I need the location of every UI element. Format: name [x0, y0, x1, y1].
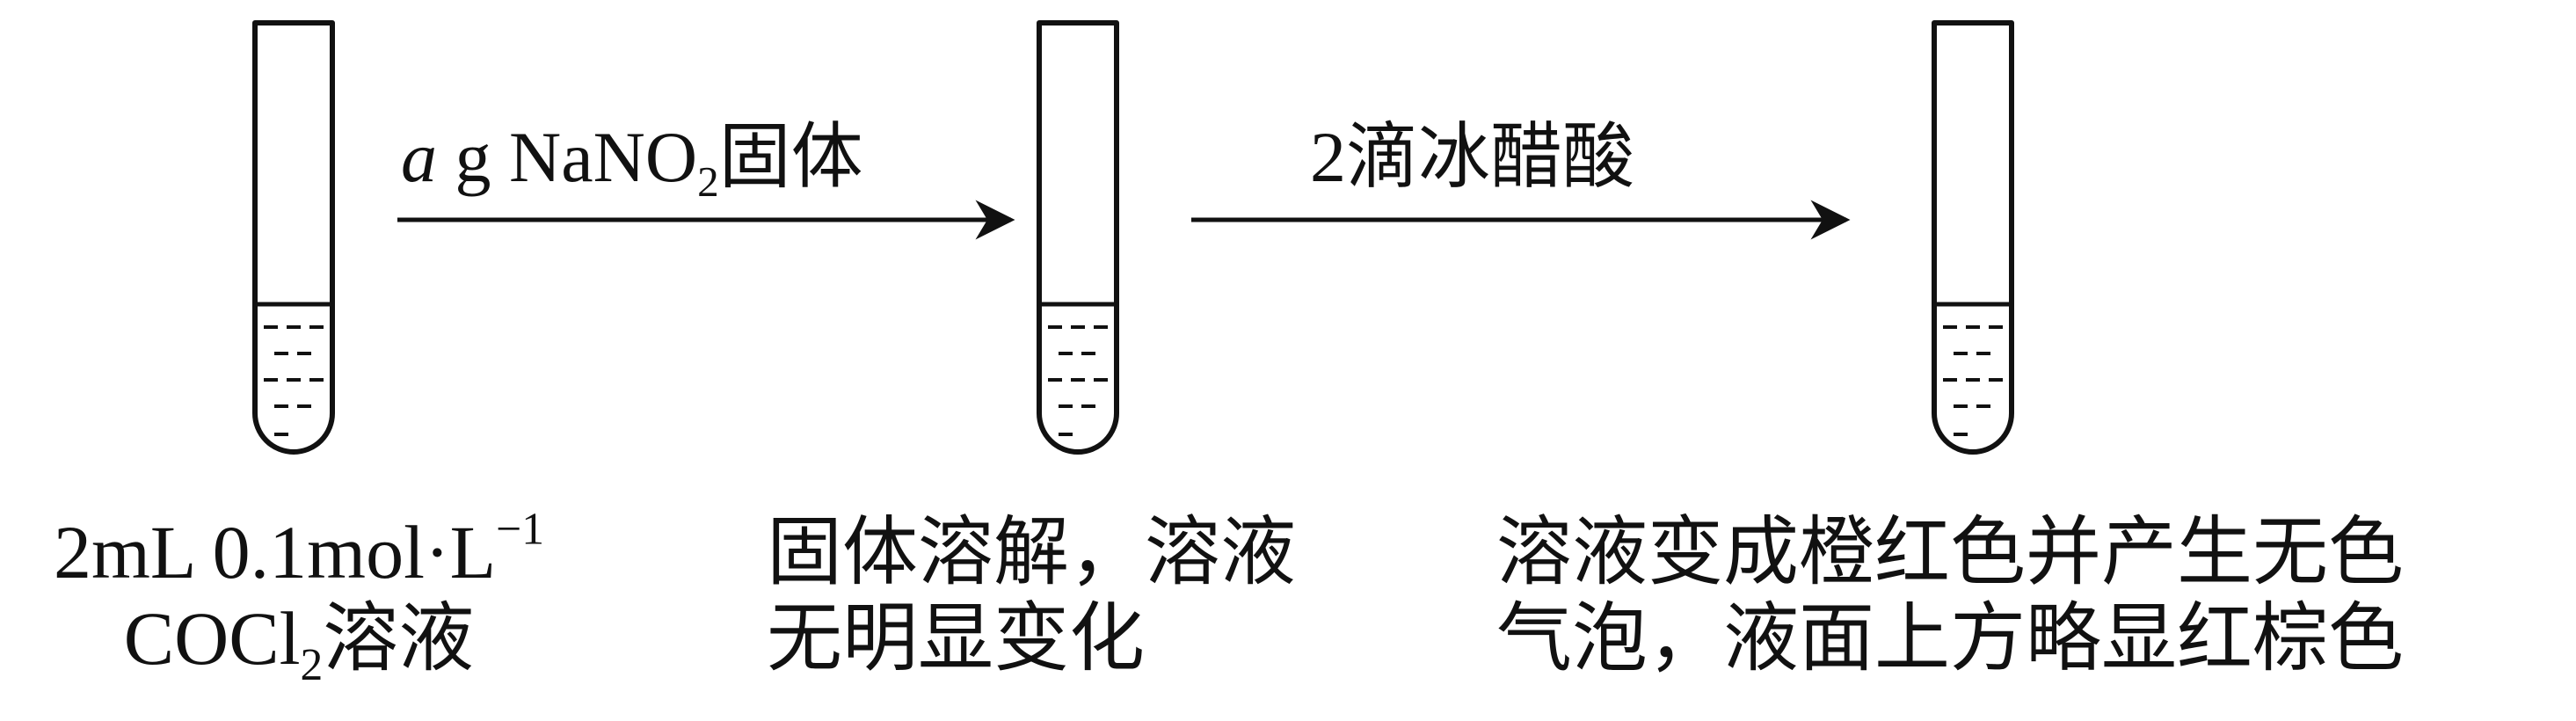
tube-2-note-line1: 固体溶解，溶液	[767, 510, 1296, 594]
arrow-2-label: 2滴冰醋酸	[1310, 117, 1635, 197]
tube-1-note: 2mL 0.1mol·L−1 COCl2溶液	[9, 504, 589, 691]
arrow-1-label-italic: a	[401, 117, 437, 197]
liquid-dashes-2	[1048, 325, 1108, 436]
test-tube-2	[1037, 20, 1119, 455]
arrow-1-label: a g NaNO2固体	[401, 121, 863, 204]
test-tube-1	[252, 20, 335, 455]
arrow-1-label-sub: 2	[697, 157, 719, 207]
tube-3-note: 溶液变成橙红色并产生无色 气泡，液面上方略显红棕色	[1496, 514, 2404, 676]
tube-3-note-line2: 气泡，液面上方略显红棕色	[1496, 596, 2404, 681]
tube-2-note: 固体溶解，溶液 无明显变化	[767, 514, 1296, 676]
tube-1-note-line2: COCl2溶液	[123, 596, 475, 691]
arrow-1-label-main: g NaNO	[437, 117, 698, 197]
tube-3-note-line1: 溶液变成橙红色并产生无色	[1496, 510, 2404, 594]
tube-1-note-line1: 2mL 0.1mol·L−1	[53, 504, 545, 594]
liquid-dashes-3	[1943, 325, 2003, 436]
tube-2-note-line2: 无明显变化	[767, 596, 1145, 681]
arrow-1-label-tail: 固体	[718, 117, 863, 197]
test-tube-3	[1932, 20, 2014, 455]
liquid-dashes-1	[264, 325, 324, 436]
